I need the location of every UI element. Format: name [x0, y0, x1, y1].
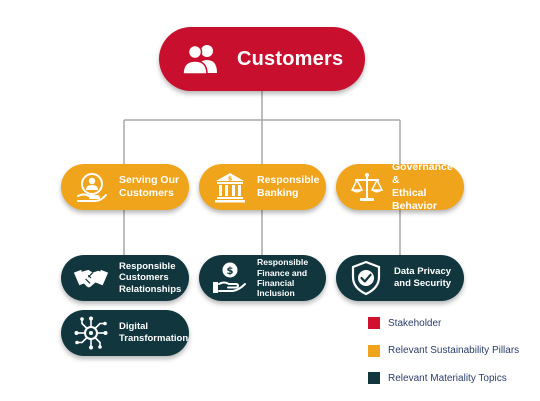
shield-check-icon — [348, 260, 384, 296]
topic-label-line: and Security — [394, 278, 452, 289]
legend-swatch — [368, 317, 380, 329]
customer-care-icon — [75, 170, 109, 204]
legend-item-pillars: Relevant Sustainability Pillars — [368, 343, 519, 359]
topic-label-line: Finance and — [257, 267, 308, 278]
topic-node-digital-transformation: Digital Transformation — [61, 310, 189, 356]
stakeholder-node-customers: Customers — [159, 27, 365, 91]
topic-node-responsible-finance: $ Responsible Finance and Financial Incl… — [199, 255, 326, 301]
pillar-label-line: Banking — [257, 187, 299, 199]
legend-item-stakeholder: Stakeholder — [368, 315, 519, 331]
pillar-node-serving-our-customers: Serving Our Customers — [61, 164, 189, 210]
pillar-label-line: Responsible — [257, 174, 320, 187]
legend-item-topics: Relevant Materiality Topics — [368, 370, 519, 386]
topic-label-line: Transformation — [119, 333, 189, 344]
legend-label: Stakeholder — [388, 317, 442, 329]
svg-text:$: $ — [228, 175, 233, 183]
topic-label-line: Customers — [119, 272, 169, 284]
pillar-node-governance: Governance & Ethical Behavior — [336, 161, 464, 212]
topic-label-line: Digital — [119, 321, 149, 333]
legend-swatch — [368, 344, 380, 357]
circuit-icon — [73, 315, 109, 351]
pillar-label-line: Ethical Behavior — [392, 187, 437, 212]
stakeholder-label: Customers — [237, 47, 344, 70]
pillar-node-responsible-banking: $ Responsible Banking — [199, 164, 326, 210]
handshake-icon — [73, 260, 109, 296]
legend-label: Relevant Sustainability Pillars — [388, 345, 520, 356]
scales-icon — [350, 170, 384, 204]
topic-label-line: Relationships — [119, 283, 182, 295]
bank-icon: $ — [213, 170, 247, 204]
legend-swatch — [368, 372, 380, 384]
topic-label-line: Responsible — [119, 260, 176, 272]
pillar-label-line: Governance & — [392, 161, 453, 187]
users-icon — [181, 39, 221, 79]
legend: Stakeholder Relevant Sustainability Pill… — [368, 315, 519, 398]
pillar-label-line: Customers — [119, 187, 174, 199]
pillar-label-line: Serving Our — [119, 174, 180, 187]
topic-label-line: Financial Inclusion — [257, 278, 295, 299]
legend-label: Relevant Materiality Topics — [388, 372, 507, 384]
topic-label-line: Data Privacy — [394, 266, 452, 278]
hand-coin-icon: $ — [211, 260, 247, 296]
topic-node-data-privacy-security: Data Privacy and Security — [336, 255, 464, 301]
svg-text:$: $ — [227, 266, 234, 277]
topic-node-responsible-customers-relationships: Responsible Customers Relationships — [61, 255, 189, 301]
topic-label-line: Responsible — [257, 257, 309, 268]
